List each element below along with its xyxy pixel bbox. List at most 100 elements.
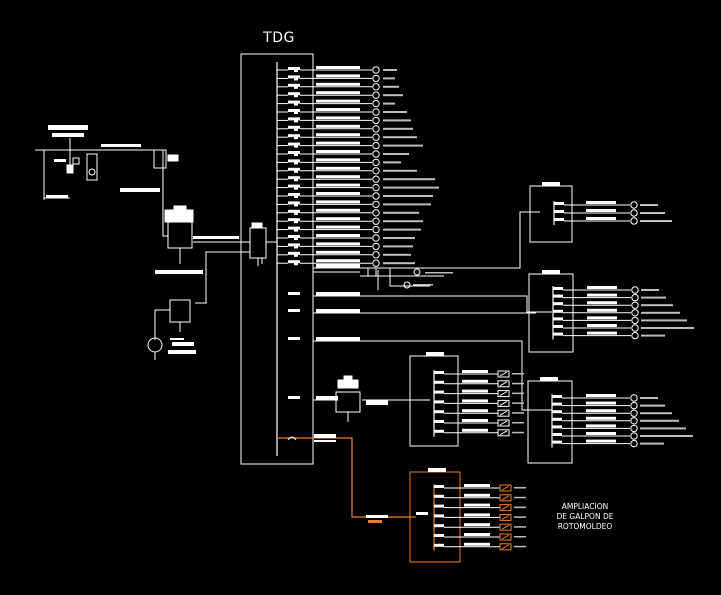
branch-breaker: [288, 125, 300, 129]
socket-icon-mark: [499, 410, 508, 416]
branch-breaker: [288, 67, 300, 70]
branch-description: [383, 178, 435, 181]
sub-description: [514, 496, 526, 499]
sub-cable-label: [462, 428, 488, 432]
lamp-icon: [631, 301, 639, 309]
branch-breaker: [288, 83, 300, 87]
lamp-icon: [372, 83, 380, 91]
sub-board-2: [528, 270, 694, 353]
lamp-icon: [372, 74, 380, 83]
sub-boards: [409, 182, 694, 563]
sub-breaker: [434, 410, 444, 414]
lamp-icon: [372, 116, 380, 125]
sub-description: [640, 204, 658, 206]
sub-board-tag: [426, 352, 444, 356]
ampliacion-note: AMPLIACION DE GALPON DE ROTOMOLDEO: [540, 502, 630, 532]
branch-breaker-tab: [294, 119, 298, 123]
sub-cable-label: [587, 293, 617, 297]
lamp-icon: [630, 201, 638, 209]
sub-description: [640, 419, 679, 422]
socket-icon-mark: [499, 400, 508, 406]
sub-cable-label: [464, 523, 490, 527]
sub-breaker: [434, 504, 444, 508]
sub-description: [640, 442, 664, 445]
sub-cable-label: [587, 301, 617, 305]
branch-breaker-tab: [294, 102, 298, 106]
branch-description: [383, 77, 395, 80]
sub-board-frame: [529, 185, 573, 243]
socket-icon: [499, 504, 512, 512]
socket-icon-mark: [499, 381, 508, 387]
branch-breaker-tab: [294, 211, 298, 215]
lamp-icon: [372, 99, 380, 108]
sub-breaker: [434, 390, 444, 394]
socket-icon: [499, 523, 512, 531]
sub-cable-label: [586, 409, 616, 413]
branch-cable-label: [316, 192, 360, 195]
branch-breaker: [288, 100, 300, 104]
sub-description: [640, 397, 658, 399]
branch-cable-label: [316, 99, 360, 103]
branch-breaker: [288, 159, 300, 163]
branch-breaker: [288, 75, 300, 79]
branch-cable-label: [316, 91, 360, 95]
branch-breaker: [288, 209, 300, 213]
branch-breaker-tab: [294, 228, 298, 232]
lamp-icon: [372, 259, 380, 267]
sub-breaker: [553, 332, 563, 336]
sub-description: [640, 427, 686, 430]
sub-cable-label: [587, 316, 617, 320]
socket-icon: [497, 409, 510, 417]
branch-cable-label: [316, 66, 360, 69]
sub-cable-label: [587, 286, 617, 289]
sub-cable-label: [586, 217, 616, 220]
lamp-icon: [631, 331, 639, 340]
sub-description: [640, 220, 672, 222]
branch-breaker-tab: [294, 161, 298, 165]
socket-icon: [497, 390, 510, 398]
sub-description: [512, 373, 524, 375]
sub-description: [641, 311, 680, 314]
branch-cable-label: [316, 242, 360, 246]
sub-breaker: [553, 302, 563, 306]
socket-icon-mark: [501, 524, 510, 530]
note-line-2: DE GALPON DE: [556, 512, 614, 521]
sub-board-tag: [540, 377, 558, 381]
branch-breaker-tab: [294, 245, 298, 249]
sub-description: [514, 526, 526, 528]
socket-icon: [497, 370, 510, 378]
sub-breaker: [434, 380, 444, 384]
socket-icon: [497, 399, 510, 407]
sub-description: [640, 412, 672, 415]
socket-icon: [499, 513, 512, 521]
branch-breaker-tab: [294, 94, 298, 98]
branch-breaker-tab: [294, 85, 298, 89]
branch-description: [383, 253, 411, 256]
lamp-icon: [630, 217, 638, 225]
lamp-icon: [630, 417, 638, 425]
socket-icon: [497, 380, 510, 388]
branch-breaker: [288, 167, 300, 171]
sub-breaker: [554, 210, 564, 213]
branch-breaker-tab: [294, 237, 298, 240]
branch-cable-label: [316, 200, 360, 204]
socket-icon-mark: [501, 505, 510, 511]
sub-cable-label: [464, 493, 490, 497]
socket-icon: [499, 484, 512, 492]
branch-breaker-tab: [294, 111, 298, 114]
branch-breaker-tab: [294, 169, 298, 173]
sub-description: [641, 304, 673, 307]
lamp-icon: [372, 209, 380, 217]
branch-breaker: [288, 176, 300, 180]
branch-breaker-tab: [294, 144, 298, 148]
lamp-icon: [372, 167, 380, 175]
branch-description: [383, 111, 407, 113]
branch-description: [383, 136, 417, 139]
lamp-icon: [631, 293, 639, 302]
sub-cable-label: [586, 439, 616, 443]
branch-breaker: [288, 109, 300, 112]
feeder-sub-board-3b: [313, 340, 552, 411]
socket-icon-mark: [499, 371, 508, 377]
branch-description: [383, 85, 399, 88]
branch-cable-label: [316, 217, 360, 221]
